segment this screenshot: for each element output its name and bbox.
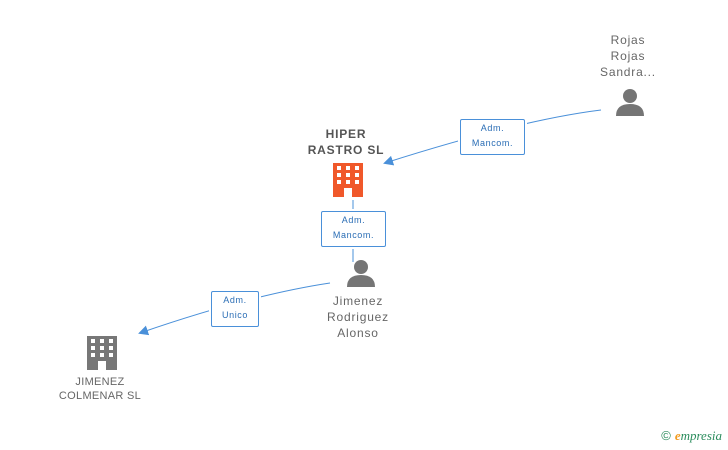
company-name-line: RASTRO SL <box>307 143 385 157</box>
company-name-line: JIMENEZ <box>75 376 125 388</box>
person-name-line: Jimenez <box>332 294 384 308</box>
edge-badge-jimenez-to-colmenar[interactable]: Adm. Unico <box>211 291 259 327</box>
edge-badge-rojas-to-hiper[interactable]: Adm. Mancom. <box>460 119 525 155</box>
role-label: Unico <box>221 310 248 320</box>
company-name-line: HIPER <box>325 127 367 141</box>
role-label: Mancom. <box>471 138 514 148</box>
role-label: Adm. <box>341 215 366 225</box>
person-name-line: Rojas <box>610 33 646 47</box>
person-name-line: Alonso <box>337 326 379 340</box>
edge-badge-jimenez-to-hiper[interactable]: Adm. Mancom. <box>321 211 386 247</box>
person-name-line: Sandra... <box>600 65 656 79</box>
brand-initial: e <box>674 428 681 443</box>
node-label-jimenez-rodriguez[interactable]: Jimenez Rodriguez Alonso <box>318 293 398 341</box>
role-label: Mancom. <box>332 230 375 240</box>
node-label-rojas[interactable]: Rojas Rojas Sandra... <box>588 32 668 80</box>
node-label-hiper-rastro[interactable]: HIPER RASTRO SL <box>296 126 396 158</box>
person-icon[interactable] <box>616 89 644 116</box>
brand-name: mpresia <box>680 428 722 443</box>
role-label: Adm. <box>480 123 505 133</box>
company-name-line: COLMENAR SL <box>58 390 142 402</box>
brand-logo: ©empresia <box>661 428 722 444</box>
person-name-line: Rodriguez <box>327 310 389 324</box>
person-icon[interactable] <box>347 260 375 287</box>
role-label: Adm. <box>223 295 247 305</box>
copyright-symbol: © <box>661 428 671 443</box>
building-icon[interactable] <box>333 163 363 197</box>
building-icon[interactable] <box>87 336 117 370</box>
person-name-line: Rojas <box>610 49 646 63</box>
node-label-jimenez-colmenar[interactable]: JIMENEZ COLMENAR SL <box>50 375 150 403</box>
